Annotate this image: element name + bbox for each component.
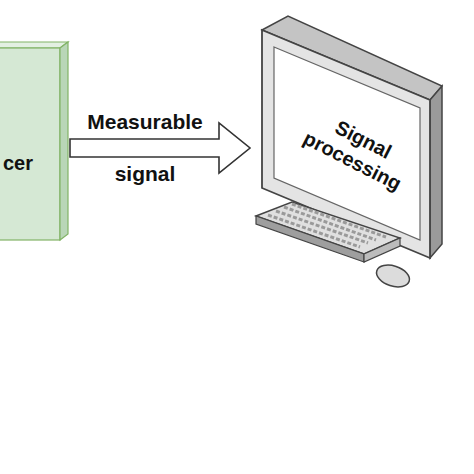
key-row [268,215,360,247]
computer-node: Signal processing [250,8,450,298]
mouse [374,261,413,291]
edge-label: Measurable signal [75,96,215,200]
key-row [292,204,386,237]
node-label: cer [0,150,64,176]
keyboard-keys [268,204,386,247]
key-row [284,207,376,240]
node-outline [0,42,68,242]
box-front [0,48,60,240]
box-3d [0,42,68,240]
box-top [0,42,68,48]
keyboard-side [364,238,400,262]
transducer-box: cer [0,42,68,242]
computer-illustration [256,16,442,291]
monitor-side [430,86,442,258]
box-side [60,42,68,240]
